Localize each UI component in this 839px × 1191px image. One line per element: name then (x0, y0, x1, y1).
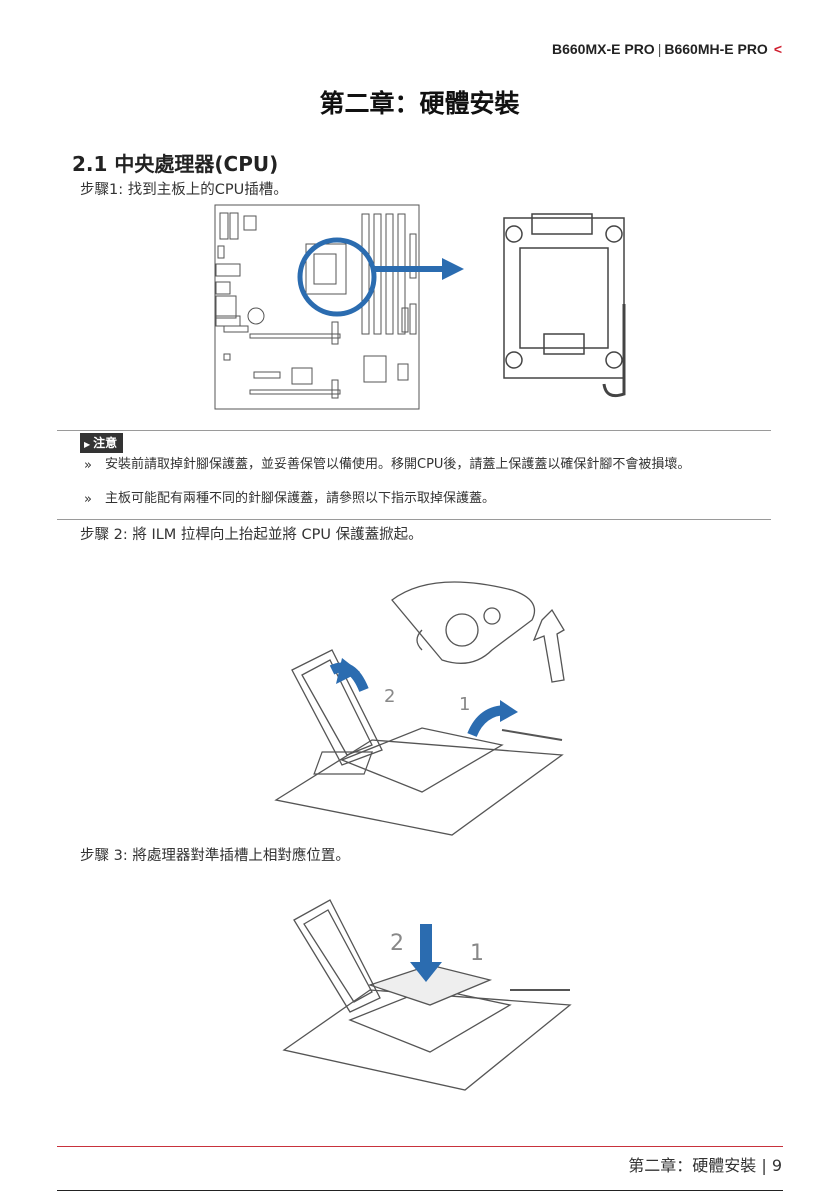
section-title: 2.1 中央處理器(CPU) (72, 148, 278, 177)
motherboard-diagram (214, 204, 664, 412)
model-separator: | (658, 41, 662, 57)
note-label: ▶注意 (80, 433, 123, 453)
footer-chapter-page: 第二章：硬體安裝 | 9 (628, 1152, 782, 1176)
chevron-left-icon: < (774, 41, 782, 57)
figure-label-1: 1 (470, 941, 484, 966)
step-2-text: 步驟 2: 將 ILM 拉桿向上抬起並將 CPU 保護蓋掀起。 (80, 523, 423, 544)
triangle-right-icon: ▶ (84, 440, 90, 449)
motherboard-plane (284, 990, 570, 1090)
motherboard-plane (276, 740, 562, 835)
arrow-shaft-down (420, 924, 432, 964)
bullet-mark-1: » (84, 458, 92, 473)
socket-highlight-circle (300, 240, 374, 314)
note-bottom-rule (57, 519, 771, 520)
footer-rule (57, 1146, 783, 1147)
retention-plate-detail (392, 582, 535, 663)
chapter-title: 第二章：硬體安裝 (0, 84, 839, 120)
step-1-text: 步驟1: 找到主板上的CPU插槽。 (80, 178, 288, 199)
cpu-socket-illustration (504, 214, 624, 396)
step-3-text: 步驟 3: 將處理器對準插槽上相對應位置。 (80, 844, 350, 865)
arrow-head-1-icon (500, 700, 518, 722)
note-bullet-2: 主板可能配有兩種不同的針腳保護蓋，請參照以下指示取掉保護蓋。 (105, 489, 765, 509)
step2-illustration: 2 1 (272, 560, 572, 840)
model-b: B660MH-E PRO (664, 41, 767, 57)
header-model-title: B660MX-E PRO|B660MH-E PRO < (552, 41, 782, 57)
arrow-right-icon (442, 258, 464, 280)
note-label-text: 注意 (93, 436, 117, 450)
socket-frame (342, 728, 502, 792)
model-a: B660MX-E PRO (552, 41, 655, 57)
figure-label-2: 2 (384, 686, 395, 707)
note-top-rule (57, 430, 771, 431)
step3-illustration: 2 1 (280, 880, 580, 1100)
bullet-mark-2: » (84, 492, 92, 507)
up-arrow-icon (534, 610, 564, 682)
figure-label-2: 2 (390, 931, 404, 956)
note-bullet-1: 安裝前請取掉針腳保護蓋，並妥善保管以備使用。移開CPU後，請蓋上保護蓋以確保針腳… (105, 455, 765, 475)
figure-label-1: 1 (459, 694, 470, 715)
